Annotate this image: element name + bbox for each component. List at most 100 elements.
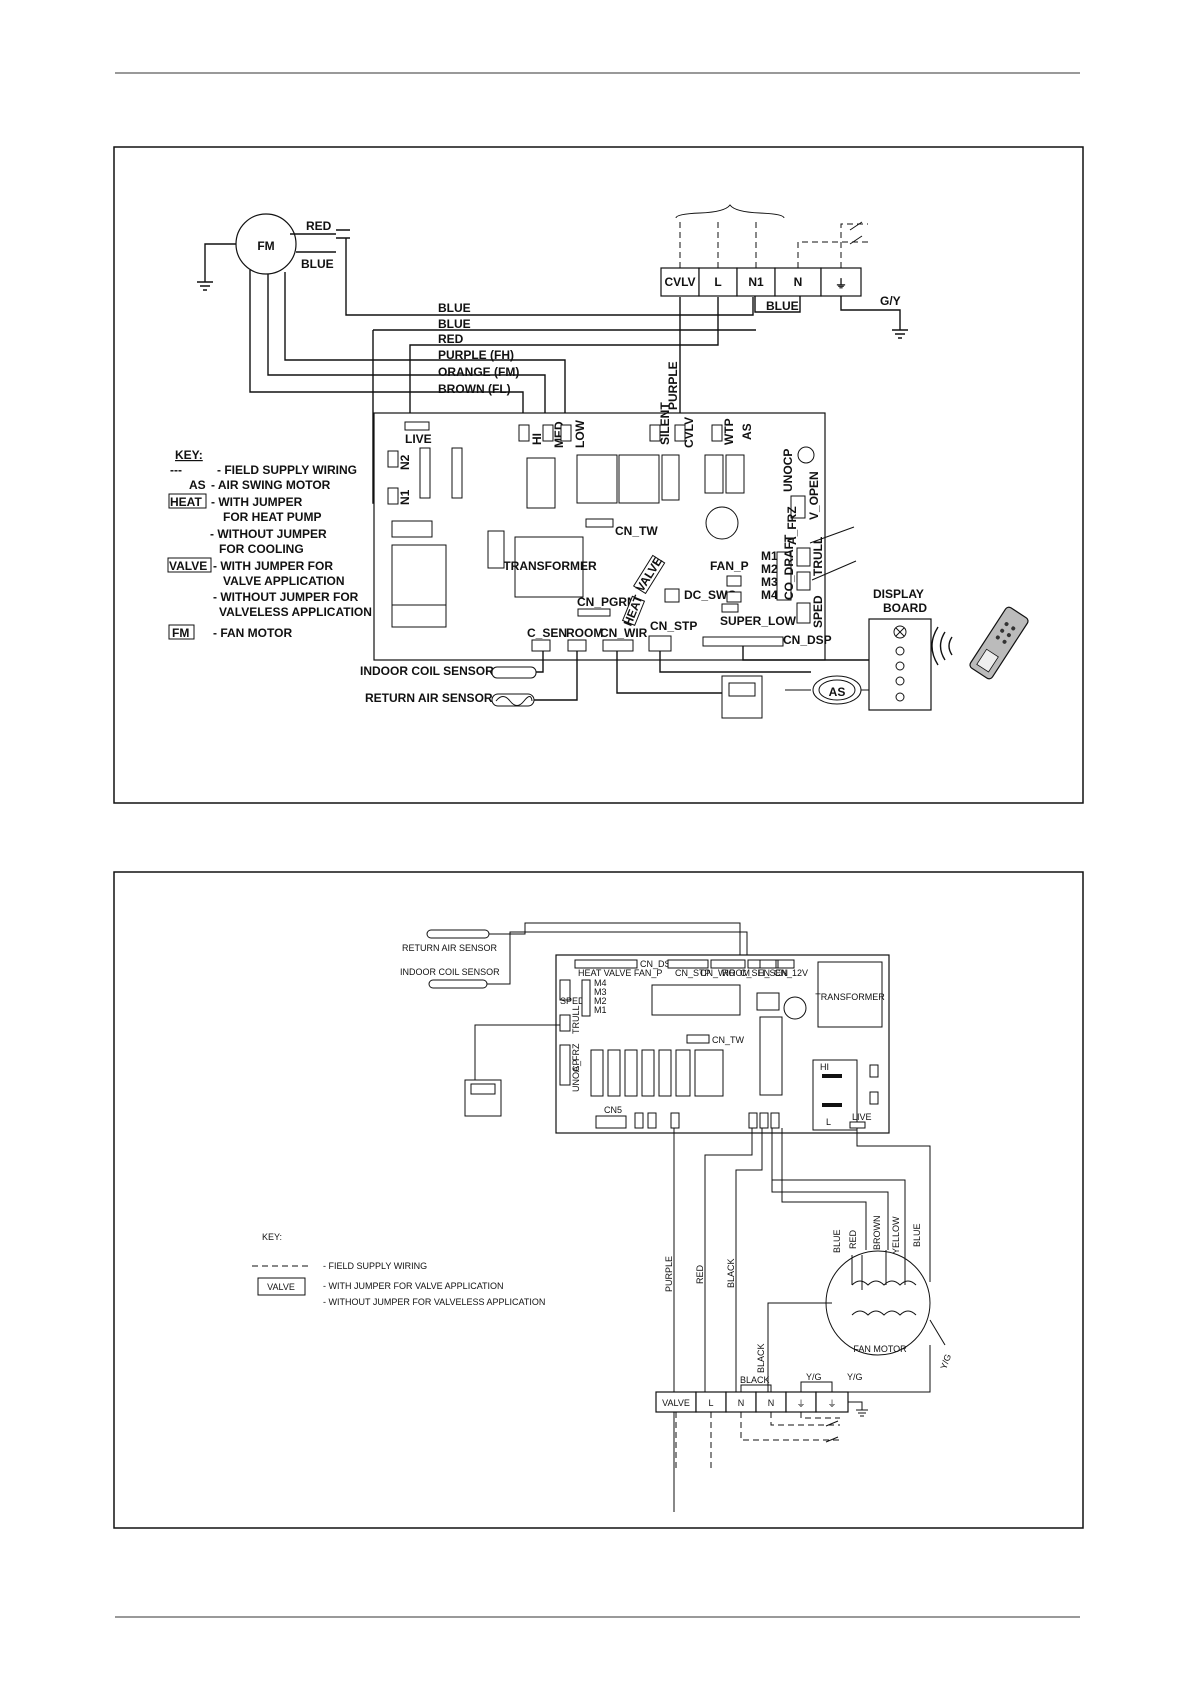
hi-connector bbox=[518, 424, 530, 442]
key-text-8: - WITHOUT JUMPER FOR bbox=[213, 590, 359, 604]
c-sen-connector bbox=[531, 639, 551, 652]
air-swing-motor-inner bbox=[818, 679, 856, 701]
key2-valve-box bbox=[257, 1277, 306, 1296]
m-jumpers-2 bbox=[581, 979, 591, 1017]
wire-label-blue-2: BLUE bbox=[438, 317, 471, 331]
terminal2-bridge bbox=[740, 1384, 772, 1392]
terminal-label-cvlv: CVLV bbox=[664, 275, 695, 289]
cn-wir-connector bbox=[602, 639, 634, 652]
indoor-coil-sensor-label-2: INDOOR COIL SENSOR bbox=[400, 967, 500, 977]
pcb2-bar-1 bbox=[822, 1074, 842, 1078]
fan-motor-2 bbox=[825, 1250, 931, 1356]
wire-label-purple-fh: PURPLE (FH) bbox=[438, 348, 514, 362]
cn-stp-connector bbox=[648, 635, 672, 652]
key-text-3: FOR HEAT PUMP bbox=[223, 510, 321, 524]
indoor-coil-sensor-label: INDOOR COIL SENSOR bbox=[360, 664, 494, 678]
earth-icon-2b: ⏚ bbox=[827, 1399, 836, 1409]
pcb2-conn-e bbox=[759, 1112, 769, 1129]
pcb-live-label: LIVE bbox=[405, 432, 432, 446]
key2-text-2: - WITHOUT JUMPER FOR VALVELESS APPLICATI… bbox=[323, 1297, 545, 1307]
wire-label-brown-2: BROWN bbox=[872, 1216, 882, 1251]
dc-swg-connector bbox=[664, 588, 680, 603]
pcb2-sped: SPED bbox=[560, 996, 585, 1006]
low-connector bbox=[560, 424, 572, 442]
pcb-trull-label: TRULL bbox=[811, 537, 825, 576]
buzzer bbox=[705, 506, 739, 540]
cn-stp-wire bbox=[659, 651, 811, 673]
wired-controller-screen bbox=[728, 682, 756, 697]
pcb2-cn-tw: CN_TW bbox=[712, 1035, 745, 1045]
pcb-n2-label: N2 bbox=[398, 454, 412, 470]
pcb-hi-label: HI bbox=[530, 433, 544, 445]
key-text-4: - WITHOUT JUMPER bbox=[210, 527, 327, 541]
field-supply-wiring-top bbox=[679, 218, 868, 268]
remote-control-icon bbox=[969, 606, 1029, 680]
key-text-9: VALVELESS APPLICATION bbox=[219, 605, 372, 619]
fan-p-connector bbox=[726, 575, 742, 587]
wire-to-motor-yellow-2 bbox=[771, 1128, 889, 1250]
key2-sym-1: VALVE bbox=[267, 1282, 295, 1292]
pcb-cn-stp-label: CN_STP bbox=[650, 619, 697, 633]
display-led-4 bbox=[895, 692, 905, 702]
super-low-connector bbox=[726, 591, 742, 603]
pcb2-a-frz: A_FRZ bbox=[571, 1043, 581, 1072]
pcb2-m2: M2 bbox=[594, 996, 607, 1006]
return-sensor-wire-2 bbox=[489, 922, 741, 958]
display-led-3 bbox=[895, 676, 905, 686]
terminal-bridge-blue bbox=[754, 296, 801, 313]
m-jumpers bbox=[776, 551, 792, 601]
pcb-co-draft-label: CO_DRAFT bbox=[782, 534, 796, 600]
key-sym-2: HEAT bbox=[170, 495, 202, 509]
key-valve-box bbox=[167, 557, 212, 573]
pcb2-relay-7 bbox=[694, 1049, 724, 1097]
indoor-coil-sensor-icon-2 bbox=[428, 979, 488, 989]
relay-4 bbox=[661, 454, 680, 501]
field-supply-switches-2 bbox=[825, 1420, 839, 1443]
n1-connector bbox=[387, 487, 399, 505]
display-lamp-cross bbox=[895, 627, 905, 637]
terminal2-ground-icon bbox=[848, 1401, 868, 1417]
pcb-cn-dsp-label: CN_DSP bbox=[783, 633, 832, 647]
wire-black-2 bbox=[735, 1128, 763, 1392]
v-open-connector bbox=[790, 495, 806, 519]
relay-1 bbox=[526, 457, 556, 509]
pcb2-cn-wir: CN_WIR bbox=[700, 968, 736, 978]
n2-connector bbox=[387, 450, 399, 468]
super-low-pad bbox=[721, 603, 739, 613]
pcb-mount-hole bbox=[797, 446, 815, 464]
key2-text-1: - WITH JUMPER FOR VALVE APPLICATION bbox=[323, 1281, 504, 1291]
relay-6 bbox=[725, 454, 745, 494]
fan-motor-label: FM bbox=[257, 239, 274, 253]
terminal-n1 bbox=[736, 267, 776, 297]
cn5-connector bbox=[595, 1115, 627, 1129]
relay-5 bbox=[704, 454, 724, 494]
display-led-1 bbox=[895, 646, 905, 656]
terminal-label-n: N bbox=[794, 275, 803, 289]
pcb2-jumper-s2 bbox=[869, 1091, 879, 1105]
pcb-cn-pgrm-label: CN_PGRM bbox=[577, 595, 637, 609]
pcb2-conn-d bbox=[748, 1112, 758, 1129]
cn-pgrm-connector bbox=[577, 608, 611, 617]
terminal2-bridge-label: BLACK bbox=[740, 1375, 770, 1385]
cn-dsp-wire bbox=[742, 646, 870, 661]
display-board-label-2: BOARD bbox=[883, 601, 927, 615]
pcb-component-c bbox=[391, 604, 447, 628]
wire-to-motor-brown-2 bbox=[781, 1128, 867, 1250]
diagram-2-frame bbox=[113, 871, 1084, 1529]
relay-2 bbox=[576, 454, 618, 504]
wire-red bbox=[409, 297, 719, 422]
key-heat-box bbox=[168, 493, 207, 509]
wired-controller bbox=[721, 675, 763, 719]
jumper-wires bbox=[809, 526, 857, 581]
earth-ground-icon bbox=[892, 329, 908, 339]
earth-icon-2a: ⏚ bbox=[796, 1399, 805, 1409]
key2-title: KEY: bbox=[262, 1232, 282, 1242]
motor-capacitor bbox=[290, 229, 350, 253]
earth-label-2b: Y/G bbox=[847, 1372, 863, 1382]
field-supply-switches bbox=[849, 221, 863, 245]
pcb-fan-p-label: FAN_P bbox=[710, 559, 749, 573]
wire-purple-fh bbox=[284, 272, 566, 425]
pcb-as-label: AS bbox=[740, 423, 754, 440]
terminal2-label-n2: N bbox=[768, 1398, 775, 1408]
